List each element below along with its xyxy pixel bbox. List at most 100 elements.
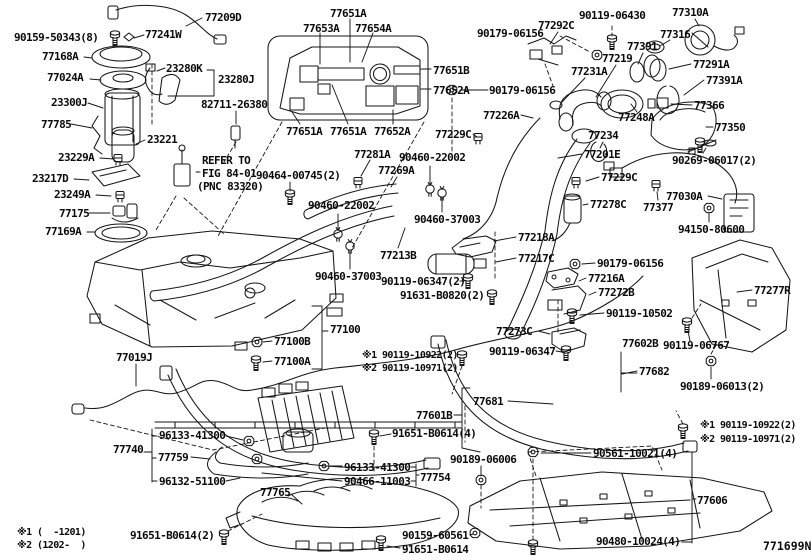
part-label: (PNC 83320) [197, 180, 264, 193]
clip-icon [571, 176, 581, 189]
nut-icon [251, 453, 263, 465]
part-label: 90460-22002 [399, 151, 466, 164]
part-label: 90189-06006 [450, 453, 517, 466]
clip-icon [353, 176, 363, 189]
bolt-icon [456, 350, 468, 367]
part-label: 77226A [483, 109, 520, 122]
part-label: REFER TO [202, 154, 251, 167]
protector-plate-art [225, 478, 459, 552]
part-label: 90119-06430 [579, 9, 646, 22]
part-label: 77248A [618, 111, 655, 124]
push-clip-icon [705, 355, 717, 367]
hose-clamp-icon [333, 226, 343, 242]
inset-panel-art [267, 35, 429, 121]
part-label: 94150-80600 [678, 223, 745, 236]
part-label: 77377 [643, 201, 674, 214]
part-label: 77019J [116, 351, 153, 364]
tank-straps-art [159, 335, 698, 476]
part-label: 77100B [274, 335, 311, 348]
part-label: 90159-60561 [402, 529, 469, 542]
part-label: 90460-22002 [308, 199, 375, 212]
part-label: 77213B [380, 249, 417, 262]
bolt-icon [284, 189, 296, 206]
part-label: 90179-06156 [597, 257, 664, 270]
part-label: 77024A [47, 71, 84, 84]
part-label: 77682 [639, 365, 670, 378]
part-label: 77277R [754, 284, 791, 297]
part-label: 23280K [166, 62, 203, 75]
bolt-icon [486, 289, 498, 306]
nut-icon [475, 474, 487, 486]
part-label: 77241W [145, 28, 182, 41]
nut-icon [591, 49, 603, 61]
part-label: 77229C [435, 128, 472, 141]
part-label: 77651A [330, 125, 367, 138]
dashed-lines [89, 25, 719, 541]
bolt-icon [527, 539, 539, 556]
part-label: 77652A [433, 84, 470, 97]
part-label: 77606 [697, 494, 728, 507]
part-label: FIG 84-01 [202, 167, 257, 180]
part-label: 23221 [147, 133, 178, 146]
part-label: 77754 [420, 471, 451, 484]
part-label: 77218A [518, 231, 555, 244]
part-label: ※1 ( -1201) [17, 527, 86, 538]
nut-icon [703, 202, 715, 214]
bolt-icon [368, 429, 380, 446]
bolt-icon [677, 423, 689, 440]
part-label: 90561-10021(4) [593, 447, 678, 460]
part-label: 90119-06347 [489, 345, 556, 358]
bolt-icon [681, 317, 693, 334]
part-label: 77653A [303, 22, 340, 35]
part-label: 91651-B0614(2) [130, 529, 215, 542]
part-label: 77273C [496, 325, 533, 338]
part-label: 23217D [32, 172, 69, 185]
part-label: 77234 [588, 129, 619, 142]
part-label: 91651-B0614 [402, 543, 469, 556]
part-label: 77100 [330, 323, 361, 336]
clip-icon [115, 190, 125, 203]
part-label: 90179-06156 [477, 27, 544, 40]
part-label: 77765 [260, 486, 291, 499]
part-label: 77601B [416, 409, 453, 422]
part-label: 90464-00745(2) [256, 169, 341, 182]
nut-icon [569, 258, 581, 270]
fuel-pump-assembly-art [91, 4, 241, 243]
part-label: 96133-41300 [344, 461, 411, 474]
part-label: 77168A [42, 50, 79, 63]
part-label: 77216A [588, 272, 625, 285]
bolt-icon [218, 529, 230, 546]
part-label: 77651A [330, 7, 367, 20]
part-label: 77391A [706, 74, 743, 87]
part-label: 77278C [590, 198, 627, 211]
bolt-icon [109, 30, 121, 47]
part-label: 77201E [584, 148, 621, 161]
part-label: 77654A [355, 22, 392, 35]
part-label: 77652A [374, 125, 411, 138]
part-label: 82711-26380 [201, 98, 268, 111]
part-label: 77219 [602, 52, 633, 65]
shield-art [691, 239, 791, 353]
skid-plate-art [467, 471, 773, 550]
part-label: 77291A [693, 58, 730, 71]
part-label: 77602B [622, 337, 659, 350]
part-label: 77391 [627, 40, 658, 53]
part-label: 77269A [378, 164, 415, 177]
bolt-icon [560, 345, 572, 362]
part-label: 77272B [598, 286, 635, 299]
part-label: ※1 90119-10922(2) [700, 420, 796, 431]
canister-art [154, 381, 463, 479]
part-label: 77100A [274, 355, 311, 368]
part-label: 77231A [571, 65, 608, 78]
clip-icon [651, 179, 661, 192]
part-label: 77209D [205, 11, 242, 24]
part-label: 23280J [218, 73, 255, 86]
part-label: 90179-06156 [489, 84, 556, 97]
part-label: 77350 [715, 121, 746, 134]
part-label: 96133-41300 [159, 429, 226, 442]
part-label: 90159-50343(8) [14, 31, 99, 44]
part-label: 23300J [51, 96, 88, 109]
leader-lines [70, 17, 753, 549]
